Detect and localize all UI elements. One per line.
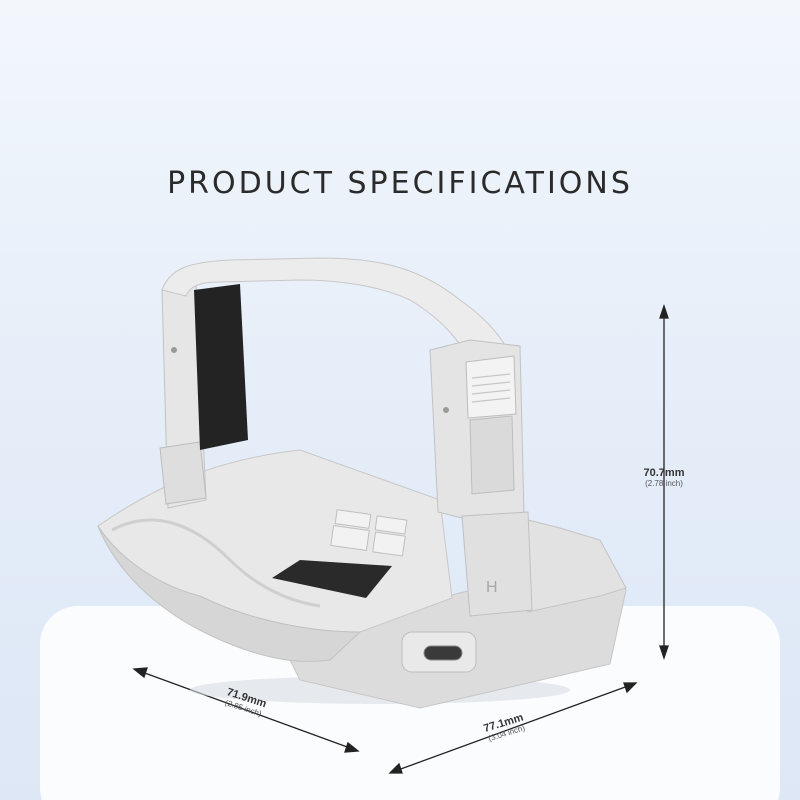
tray-slot — [374, 515, 408, 535]
release-button-ridges — [471, 373, 511, 403]
right-screw — [443, 407, 449, 413]
height-imperial: (2.78 inch) — [645, 478, 683, 488]
depth-arrow-line — [397, 685, 629, 771]
depth-arrow-left — [388, 762, 403, 774]
tray-slots — [330, 509, 408, 557]
cradle-curve-highlight — [111, 518, 321, 608]
tray-grip-pad — [272, 560, 392, 598]
release-button — [465, 355, 517, 419]
width-arrow-left — [132, 667, 148, 679]
height-arrow-top — [659, 303, 669, 319]
usb-c-port — [423, 645, 463, 661]
width-arrow-line — [141, 671, 351, 749]
dimension-height-label: 70.7mm (2.78 inch) — [624, 467, 704, 488]
depth-arrow-right — [623, 682, 638, 694]
height-arrow-bottom — [659, 645, 669, 661]
tray-slot — [372, 531, 406, 557]
dimension-arrows — [132, 303, 669, 774]
right-upright-window — [469, 415, 515, 495]
right-lower-leg — [461, 511, 533, 617]
page-title: PRODUCT SPECIFICATIONS — [167, 166, 633, 201]
cradle-front-lip — [97, 525, 362, 662]
h-mark: H — [486, 579, 498, 596]
left-upright-slider — [159, 441, 207, 505]
height-value: 70.7mm — [643, 467, 685, 479]
left-screw — [171, 347, 177, 353]
width-arrow-right — [344, 741, 360, 753]
left-grip-pad — [194, 284, 248, 450]
tray-slot — [334, 509, 372, 529]
tray-slot — [330, 525, 370, 551]
